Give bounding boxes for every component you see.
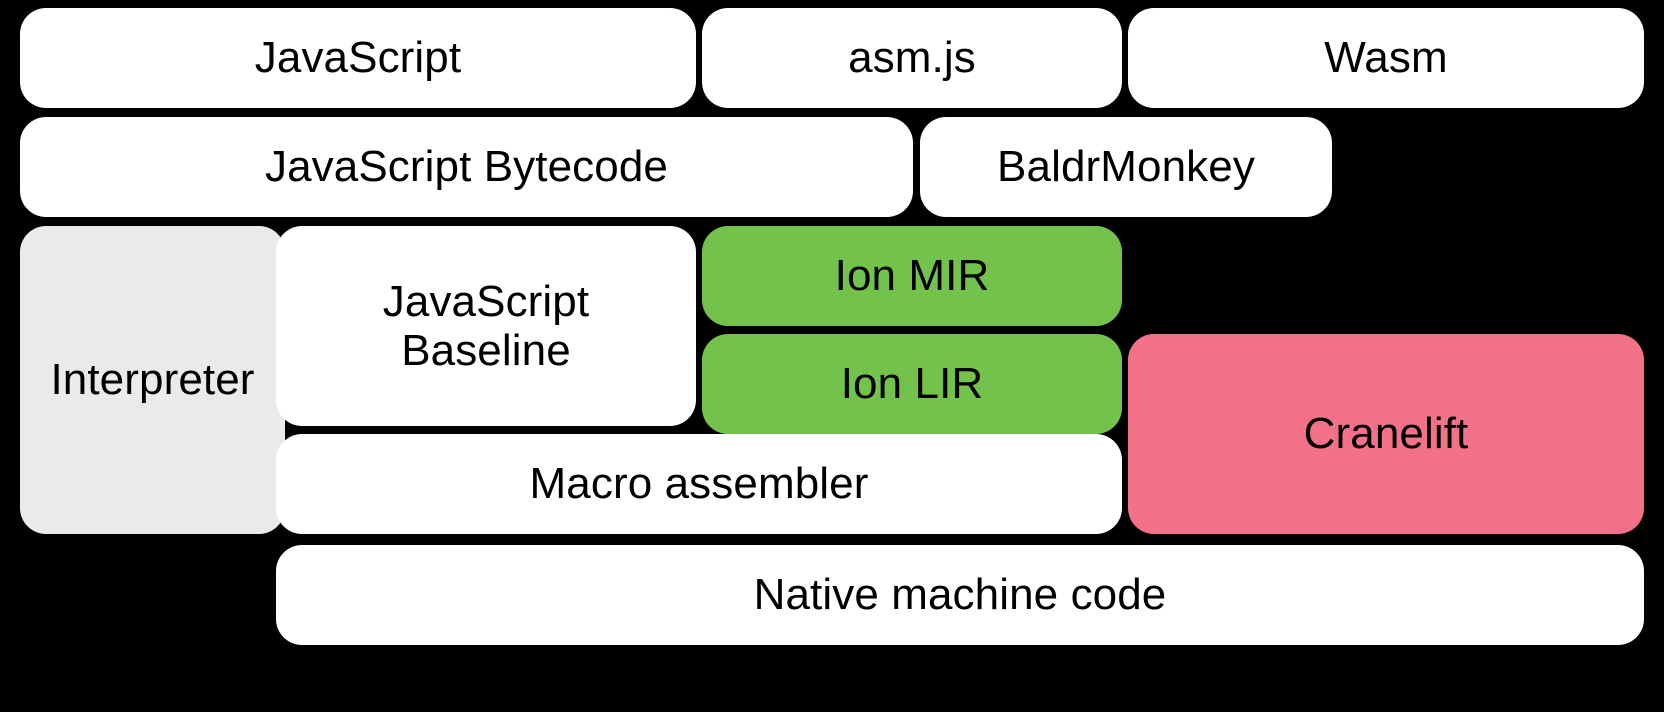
node-javascript: JavaScript: [20, 8, 696, 108]
node-wasm: Wasm: [1128, 8, 1644, 108]
node-ion-lir: Ion LIR: [702, 334, 1122, 434]
node-ion-mir: Ion MIR: [702, 226, 1122, 326]
node-interpreter: Interpreter: [20, 226, 285, 534]
node-cranelift: Cranelift: [1128, 334, 1644, 534]
node-asmjs: asm.js: [702, 8, 1122, 108]
node-baldrmonkey: BaldrMonkey: [920, 117, 1332, 217]
node-javascript-bytecode: JavaScript Bytecode: [20, 117, 913, 217]
node-native-machine-code: Native machine code: [276, 545, 1644, 645]
node-macro-assembler: Macro assembler: [276, 434, 1122, 534]
node-javascript-baseline: JavaScript Baseline: [276, 226, 696, 426]
